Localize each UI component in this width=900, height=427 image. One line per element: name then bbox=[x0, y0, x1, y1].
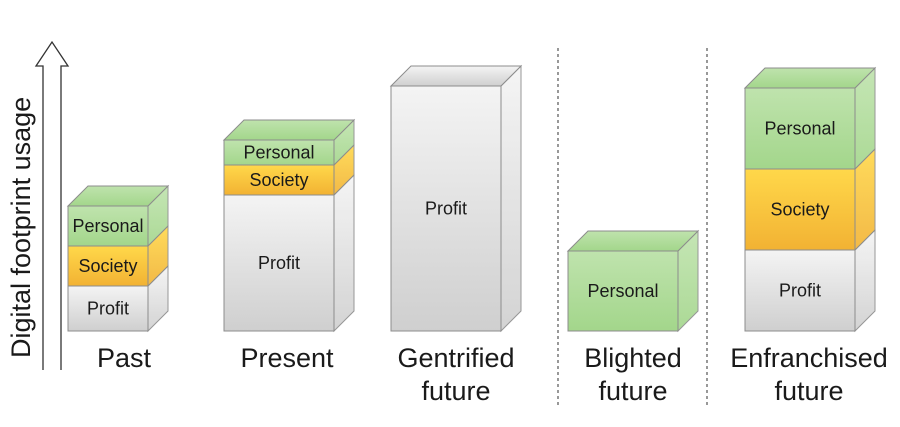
segment-label: Society bbox=[770, 200, 829, 220]
segment-profit: Profit bbox=[223, 173, 355, 333]
box-top-face bbox=[743, 67, 877, 89]
segment-side-face bbox=[333, 173, 355, 333]
up-arrow-icon bbox=[34, 40, 70, 370]
segment-label: Profit bbox=[87, 299, 129, 319]
segment-label: Society bbox=[249, 170, 308, 190]
segment-label: Personal bbox=[587, 281, 658, 301]
column-label: future bbox=[598, 376, 667, 406]
box-top-face bbox=[66, 185, 170, 207]
columns: ProfitSocietyPersonalPastProfitSocietyPe… bbox=[66, 64, 888, 406]
column-label: Enfranchised bbox=[730, 343, 888, 373]
axis-label: Digital footprint usage bbox=[6, 97, 36, 358]
segment-label: Profit bbox=[779, 281, 821, 301]
segment-front-face bbox=[744, 87, 856, 170]
column-label: Past bbox=[97, 343, 152, 373]
segment-front-face bbox=[67, 205, 149, 247]
segment-label: Personal bbox=[72, 216, 143, 236]
segment-personal: Personal bbox=[67, 184, 169, 248]
box-top-face bbox=[389, 65, 523, 87]
column-label: Present bbox=[240, 343, 334, 373]
segment-profit: Profit bbox=[67, 264, 169, 333]
segment-front-face bbox=[390, 85, 502, 332]
segment-profit: Profit bbox=[390, 64, 522, 333]
segment-front-face bbox=[744, 249, 856, 332]
box-top-face bbox=[566, 230, 700, 252]
segment-label: Profit bbox=[425, 199, 467, 219]
column-label: future bbox=[421, 376, 490, 406]
box-top-face bbox=[222, 119, 356, 141]
segment-label: Personal bbox=[243, 143, 314, 163]
segment-personal: Personal bbox=[744, 66, 876, 171]
segment-label: Society bbox=[78, 256, 137, 276]
segment-personal: Personal bbox=[567, 229, 699, 333]
usage-axis: Digital footprint usage bbox=[6, 40, 70, 370]
column-label: future bbox=[774, 376, 843, 406]
column-label: Blighted bbox=[584, 343, 682, 373]
segment-front-face bbox=[223, 194, 335, 332]
segment-label: Profit bbox=[258, 253, 300, 273]
column-label: Gentrified bbox=[397, 343, 514, 373]
segment-label: Personal bbox=[764, 119, 835, 139]
segment-side-face bbox=[500, 64, 522, 333]
segment-profit: Profit bbox=[744, 228, 876, 333]
segment-front-face bbox=[567, 250, 679, 332]
segment-front-face bbox=[67, 285, 149, 332]
segment-society: Society bbox=[223, 143, 355, 197]
